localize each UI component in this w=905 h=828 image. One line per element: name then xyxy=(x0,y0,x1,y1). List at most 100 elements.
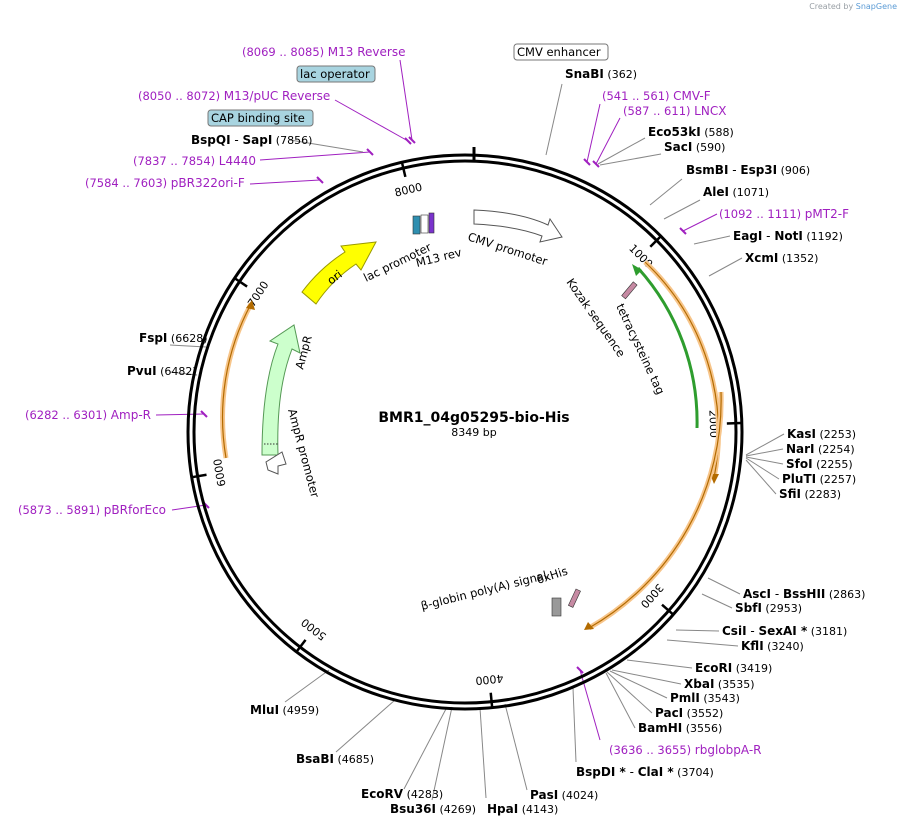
site-label: EcoRI (3419) xyxy=(695,661,772,675)
primer-label: (7837 .. 7854) L4440 xyxy=(133,154,256,168)
site-pos: (3704) xyxy=(674,766,714,779)
orf-arc-c xyxy=(220,302,254,459)
site-label: BspDI * - ClaI * (3704) xyxy=(576,765,714,779)
site-pos: (3535) xyxy=(714,678,754,691)
leader-line xyxy=(693,235,731,245)
site-name: BspQI xyxy=(191,133,231,147)
site-name: PacI xyxy=(655,706,683,720)
tick-8000 xyxy=(400,162,407,178)
tick-3000 xyxy=(661,603,674,615)
leader-line xyxy=(504,703,528,791)
site-pos: (1192) xyxy=(803,230,843,243)
site-pos: (2863) xyxy=(825,588,865,601)
backbone-ring xyxy=(186,147,744,711)
leader-line xyxy=(479,707,487,799)
leader-line xyxy=(399,59,413,141)
leader-line xyxy=(171,504,207,511)
backbone-outer xyxy=(186,153,744,711)
ampr-arrow xyxy=(261,324,301,456)
site-pos: (7856) xyxy=(272,134,312,147)
leader-line xyxy=(708,257,743,277)
plasmid-length: 8349 bp xyxy=(451,426,496,439)
site-label: XcmI (1352) xyxy=(745,251,818,265)
cap-binding-site-box: CAP binding site xyxy=(207,109,314,127)
site-label: PacI (3552) xyxy=(655,706,723,720)
primer-range: (3636 .. 3655) xyxy=(609,743,695,757)
leader-line xyxy=(335,699,396,753)
outer-labels: (8069 .. 8085) M13 Reverse (8050 .. 8072)… xyxy=(18,45,865,816)
site-pos: (2253) xyxy=(816,428,856,441)
site-sep: - xyxy=(747,624,759,638)
site-pos: (362) xyxy=(604,68,637,81)
leader-line xyxy=(626,659,693,669)
leader-line xyxy=(403,706,448,790)
primer-range: (8069 .. 8085) xyxy=(242,45,328,59)
primer-mark xyxy=(583,158,591,166)
leader-line xyxy=(663,199,701,220)
primer-name: M13 Reverse xyxy=(328,45,406,59)
primer-label: (8050 .. 8072) M13/pUC Reverse xyxy=(138,89,330,103)
leader-line xyxy=(666,639,739,647)
site-label: SacI (590) xyxy=(664,140,725,154)
tick-label-8000: 8000 xyxy=(393,181,423,200)
primer-name: LNCX xyxy=(694,104,726,118)
primer-mark xyxy=(316,176,324,184)
primer-range: (541 .. 561) xyxy=(602,89,673,103)
primer-mark xyxy=(679,227,687,235)
leader-line xyxy=(259,151,371,161)
leader-line xyxy=(611,669,682,685)
site-name-2: BssHII xyxy=(783,587,825,601)
site-name: Bsu36I xyxy=(390,802,436,816)
leader-line xyxy=(155,413,205,416)
site-label: BspQI - SapI (7856) xyxy=(191,133,312,147)
primer-range: (5873 .. 5891) xyxy=(18,503,104,517)
site-pos: (1352) xyxy=(778,252,818,265)
site-name: KasI xyxy=(787,427,816,441)
tick-7000 xyxy=(234,277,248,288)
site-label: PasI (4024) xyxy=(530,788,598,802)
site-pos: (3419) xyxy=(732,662,772,675)
leader-line xyxy=(334,99,409,142)
primer-mark xyxy=(200,410,208,418)
tick-1000 xyxy=(649,235,662,248)
primer-mark xyxy=(408,136,416,144)
site-label: PvuI (6482) xyxy=(127,364,197,378)
primer-label: (6282 .. 6301) Amp-R xyxy=(25,408,151,422)
site-label: SnaBI (362) xyxy=(565,67,637,81)
site-sep: - xyxy=(762,229,774,243)
primer-label: (3636 .. 3655) rbglobpA-R xyxy=(609,743,762,757)
primer-label: (1092 .. 1111) pMT2-F xyxy=(719,207,849,221)
site-pos: (3181) xyxy=(807,625,847,638)
site-name: PluTI xyxy=(782,472,816,486)
site-label: Bsu36I (4269) xyxy=(390,802,476,816)
site-label: AleI (1071) xyxy=(703,185,769,199)
leader-line xyxy=(649,178,683,206)
site-pos: (4269) xyxy=(436,803,476,816)
site-name: KflI xyxy=(741,639,764,653)
site-name: BsmBI xyxy=(686,163,728,177)
site-pos: (3556) xyxy=(682,722,722,735)
primer-label: (7584 .. 7603) pBR322ori-F xyxy=(85,176,245,190)
site-name-2: NotI xyxy=(774,229,803,243)
leader-line xyxy=(599,153,662,166)
cmv-enhancer-label: CMV enhancer xyxy=(517,45,601,59)
site-name: SacI xyxy=(664,140,692,154)
primer-label: (5873 .. 5891) pBRforEco xyxy=(18,503,166,517)
leader-line xyxy=(675,629,720,632)
site-name-2: SapI xyxy=(243,133,273,147)
site-label: AscI - BssHII (2863) xyxy=(743,587,865,601)
site-label: BsmBI - Esp3I (906) xyxy=(686,163,810,177)
site-pos: (4143) xyxy=(518,803,558,816)
ampr-promoter-label: AmpR promoter xyxy=(285,407,322,499)
site-pos: (588) xyxy=(701,126,734,139)
site-name: NarI xyxy=(786,442,815,456)
lac-operator-box: lac operator xyxy=(296,65,376,83)
site-label: KflI (3240) xyxy=(741,639,804,653)
primer-range: (7584 .. 7603) xyxy=(85,176,171,190)
kozak-mark xyxy=(621,281,638,300)
site-label: MluI (4959) xyxy=(250,703,319,717)
leader-line xyxy=(572,687,577,763)
site-name: Eco53kI xyxy=(648,125,701,139)
insert-green-arc xyxy=(636,266,699,429)
primer-name: M13/pUC Reverse xyxy=(224,89,331,103)
